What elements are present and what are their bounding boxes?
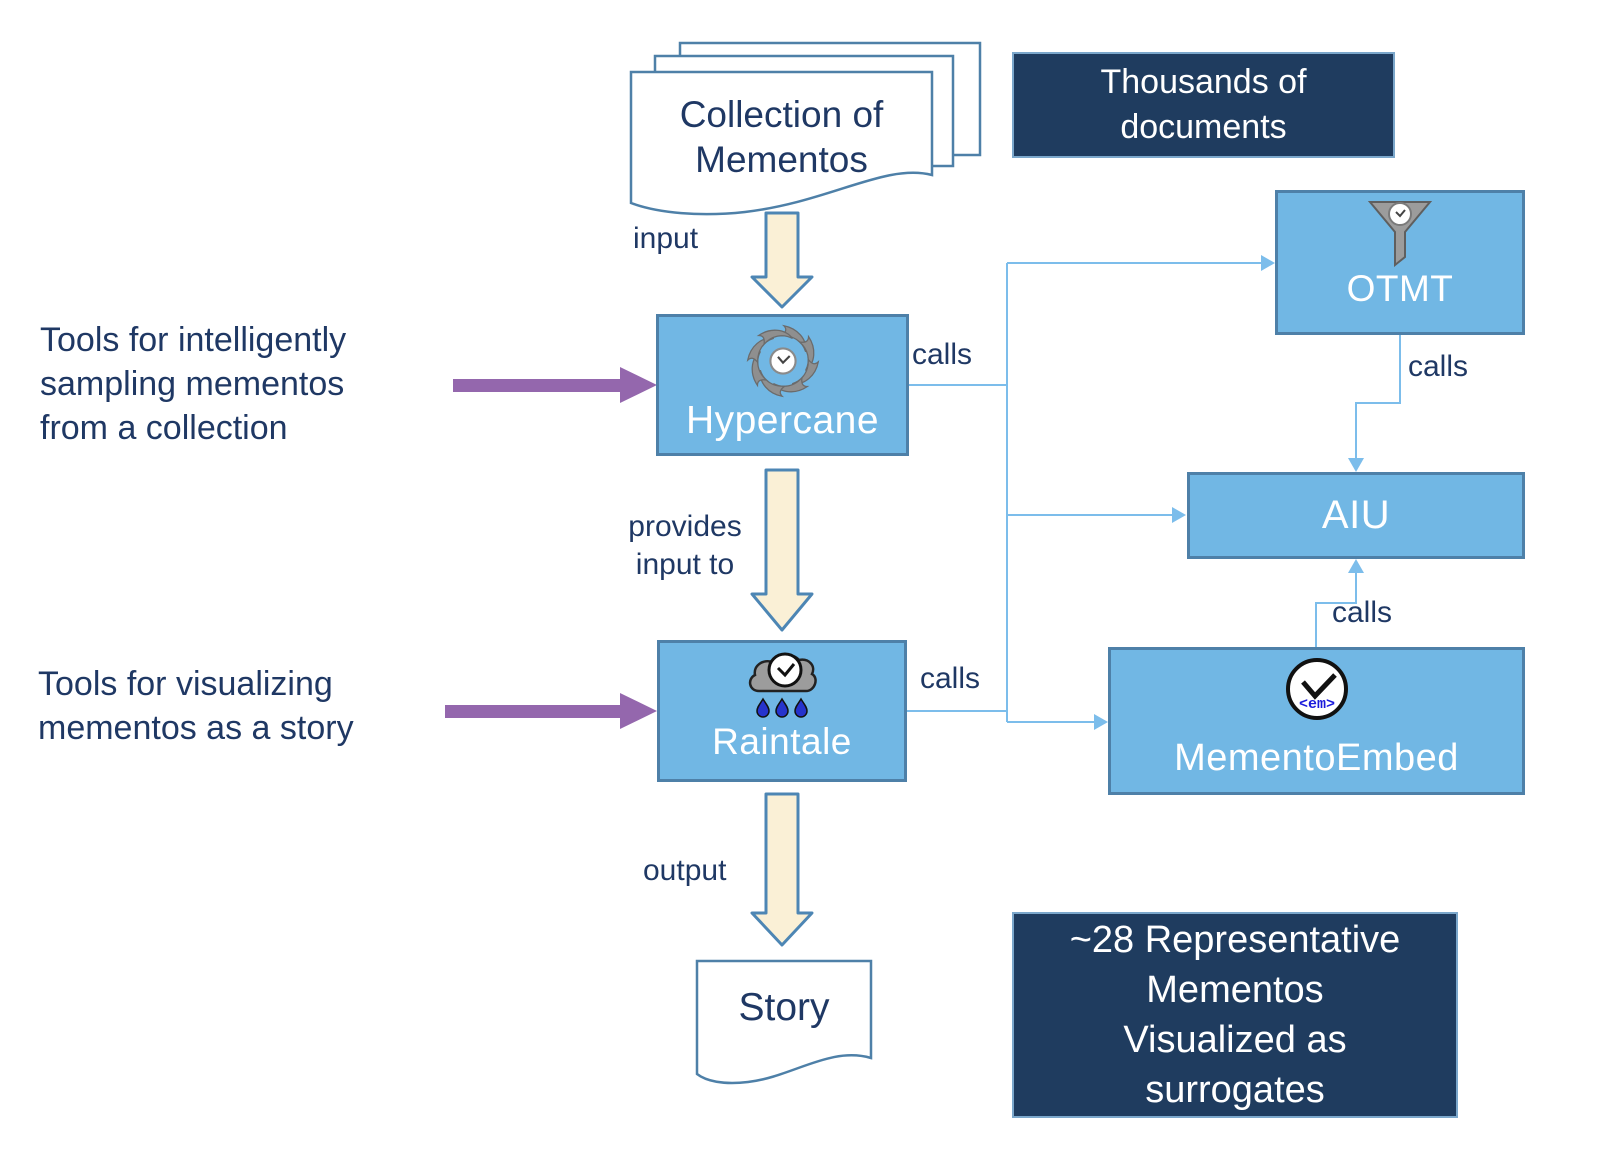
aiu-label: AIU (1321, 493, 1391, 537)
mementoembed-calls-label: calls (1332, 596, 1393, 629)
otmt-label: OTMT (1346, 268, 1454, 310)
funnel-clock-icon (1367, 201, 1433, 267)
representative-mementos-label: ~28 Representative Mementos Visualized a… (1069, 919, 1401, 1111)
mementoembed-arrowhead (1094, 714, 1108, 730)
rain-cloud-clock-icon (748, 652, 817, 718)
raintale-calls-label: calls (920, 662, 981, 695)
hurricane-clock-icon (746, 324, 819, 398)
provides-input-label: provides input to (628, 510, 742, 581)
story-document-shape (695, 959, 873, 1085)
aiu-left-arrowhead (1172, 507, 1186, 523)
aiu-top-arrowhead (1348, 458, 1364, 472)
otmt-node: OTMT (1275, 190, 1525, 335)
clock-em-icon: <em> (1285, 658, 1348, 720)
raintale-node: Raintale (657, 640, 907, 782)
thousands-of-documents-label: Thousands of documents (1100, 63, 1307, 146)
output-arrow (750, 792, 814, 947)
collection-doc-label: Collection of Mementos (679, 94, 884, 180)
otmt-to-aiu-line (1355, 335, 1401, 458)
otmt-calls-label: calls (1408, 350, 1469, 383)
hypercane-node: Hypercane (656, 314, 909, 456)
mementoembed-to-aiu-line (1315, 573, 1357, 647)
em-tag-text: <em> (1298, 696, 1334, 713)
output-label: output (643, 854, 727, 887)
document-shape-front (629, 70, 934, 216)
provides-input-arrow (750, 468, 814, 632)
aiu-node: AIU (1187, 472, 1525, 559)
representative-mementos-box: ~28 Representative Mementos Visualized a… (1012, 912, 1458, 1118)
thousands-of-documents-box: Thousands of documents (1012, 52, 1395, 158)
hypercane-label: Hypercane (685, 399, 880, 443)
visualizing-annotation: Tools for visualizing mementos as a stor… (38, 665, 354, 747)
sampling-pointer-arrow (453, 367, 657, 403)
mementoembed-label: MementoEmbed (1174, 737, 1459, 780)
story-doc-label: Story (738, 986, 830, 1029)
visualizing-pointer-arrow (445, 693, 657, 729)
hypercane-calls-label: calls (912, 338, 973, 371)
input-arrow (750, 211, 814, 309)
input-label: input (633, 222, 699, 255)
mementoembed-node: <em> MementoEmbed (1108, 647, 1525, 795)
collection-documents-shape (629, 41, 982, 216)
otmt-arrowhead (1261, 255, 1275, 271)
raintale-label: Raintale (712, 721, 852, 763)
aiu-bottom-arrowhead (1348, 559, 1364, 573)
sampling-annotation: Tools for intelligently sampling memento… (40, 321, 347, 447)
